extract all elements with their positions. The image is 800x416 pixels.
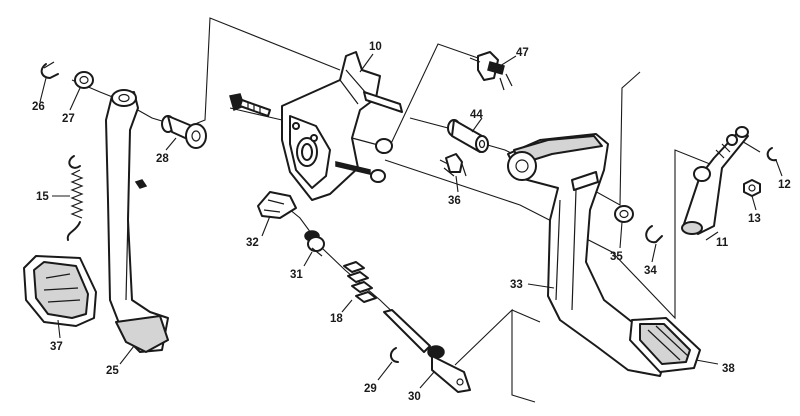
return-spring-part-15 [66, 155, 84, 241]
callout-31: 31 [290, 269, 303, 281]
callout-26: 26 [32, 101, 45, 113]
callout-30: 30 [408, 391, 421, 403]
callout-29: 29 [364, 383, 377, 395]
callout-32: 32 [246, 237, 259, 249]
callout-18: 18 [330, 313, 343, 325]
callout-37: 37 [50, 341, 63, 353]
bushing-part-28 [161, 115, 207, 149]
callout-labels: 10 47 26 27 28 15 44 36 12 13 11 32 31 3… [32, 41, 791, 403]
clip-part-26 [40, 61, 59, 79]
sleeve-part-44 [447, 119, 489, 153]
pedal-pad-part-38 [629, 317, 701, 373]
master-cylinder-part-11 [681, 126, 749, 235]
clip-part-12 [766, 147, 777, 162]
spring-part-18 [343, 261, 377, 303]
callout-36: 36 [448, 195, 461, 207]
retainer-plate-part-32 [257, 191, 297, 219]
washer-part-35 [614, 205, 634, 223]
callout-33: 33 [510, 279, 523, 291]
clip-part-34 [645, 225, 663, 244]
callout-15: 15 [36, 191, 49, 203]
push-rod-part-30 [383, 309, 471, 393]
clip-part-29 [390, 347, 399, 363]
callout-13: 13 [748, 213, 761, 225]
callout-35: 35 [610, 251, 623, 263]
clevis-part-36 [443, 153, 467, 177]
callout-44: 44 [470, 109, 483, 121]
washer-part-27 [74, 71, 94, 89]
callout-11: 11 [716, 237, 729, 249]
leader-lines [39, 53, 783, 389]
pedal-arm-part-25 [105, 89, 169, 353]
callout-12: 12 [778, 179, 791, 191]
bush-part-31 [304, 230, 325, 257]
mounting-bracket-part-10 [281, 51, 403, 201]
nut-part-13 [743, 179, 761, 197]
callout-27: 27 [62, 113, 75, 125]
callout-28: 28 [156, 153, 169, 165]
callout-38: 38 [722, 363, 735, 375]
callout-25: 25 [106, 365, 119, 377]
callout-47: 47 [516, 47, 529, 59]
callout-10: 10 [369, 41, 382, 53]
switch-part-47 [469, 51, 513, 91]
clutch-pedal-part-33 [507, 133, 669, 377]
pedal-pad-part-37 [23, 255, 97, 327]
mounting-bolt [229, 93, 271, 117]
callout-34: 34 [644, 265, 657, 277]
